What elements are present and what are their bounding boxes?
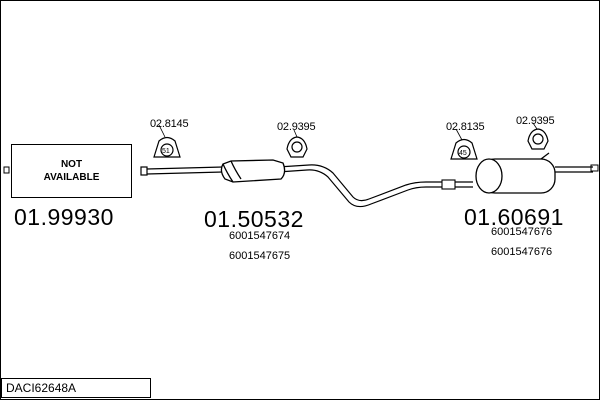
hanger-ref-label: 02.9395 (277, 121, 316, 133)
rear-oe-number-2: 6001547676 (491, 246, 553, 258)
rear-muffler (475, 152, 593, 194)
hanger-ref-label: 02.8135 (446, 121, 485, 133)
hanger-size-51: 51 (162, 148, 170, 155)
hanger-size-45: 45 (459, 150, 467, 157)
hanger-rubber-icon (286, 129, 308, 158)
front-part-number: 01.99930 (14, 204, 114, 230)
middle-exhaust-pipe (140, 164, 446, 208)
end-stub-right (590, 164, 599, 172)
hanger-rubber-51-icon (153, 124, 181, 158)
hanger-rubber-45-icon (450, 128, 478, 160)
middle-part-number: 01.50532 (204, 206, 304, 232)
rear-clamp (441, 179, 456, 190)
hanger-ref-label: 02.8145 (150, 118, 189, 130)
not-available-line2: AVAILABLE (43, 172, 100, 183)
middle-oe-number-1: 6001547674 (229, 230, 291, 242)
not-available-line1: NOT (60, 159, 83, 170)
not-available-box: NOT AVAILABLE (11, 144, 132, 198)
hanger-ref-label: 02.9395 (516, 115, 555, 127)
vehicle-code-label: DACI62648A (1, 378, 151, 398)
middle-muffler (220, 159, 286, 183)
rear-oe-number-1: 6001547676 (491, 226, 553, 238)
front-pipe-stub (3, 166, 10, 174)
middle-oe-number-2: 6001547675 (229, 250, 291, 262)
rear-part-number: 01.60691 (464, 204, 564, 230)
hanger-rubber-rear-icon (527, 122, 549, 150)
